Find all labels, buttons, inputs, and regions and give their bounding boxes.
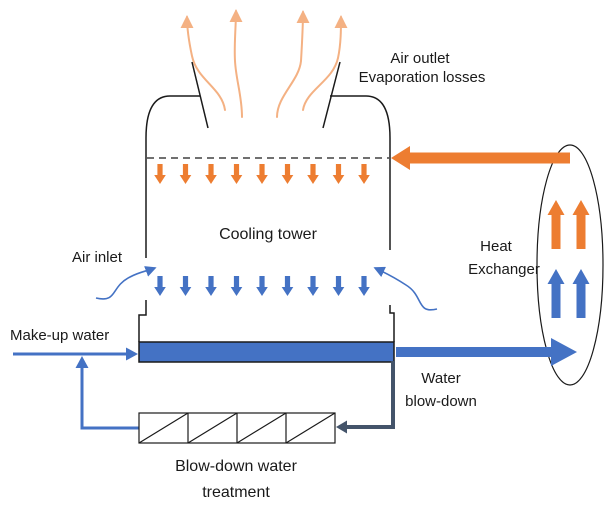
water-blowdown-label-line1: Water: [421, 370, 460, 387]
heat-exchanger-label-line2: Exchanger: [468, 261, 540, 278]
blowdown-treatment-unit-icon: [138, 412, 336, 444]
water-basin: [138, 341, 395, 363]
makeup-water-label: Make-up water: [10, 327, 109, 344]
heat-exchanger-ellipse: [536, 144, 604, 386]
blowdown-treatment-label-line2: treatment: [202, 484, 270, 501]
cooling-tower-label: Cooling tower: [219, 226, 318, 243]
cooling-tower-outline: [138, 61, 395, 342]
air-outlet-label-line2: Evaporation losses: [359, 69, 486, 86]
evaporation-arrows-icon: [180, 9, 348, 118]
air-outlet-label-line1: Air outlet: [390, 50, 450, 67]
fan-stack-left-line: [191, 61, 209, 129]
water-blowdown-label-line2: blow-down: [405, 393, 477, 410]
hot-water-spray-arrows-icon: [154, 164, 370, 184]
heat-exchanger-label-line1: Heat: [480, 238, 513, 255]
heat-exchanger-cold-arrows-icon: [547, 269, 590, 318]
blowdown-treatment-label-line1: Blow-down water: [175, 458, 298, 475]
hot-water-to-tower-arrow-icon: [391, 146, 570, 170]
air-inlet-label: Air inlet: [72, 249, 123, 266]
cold-water-to-exchanger-arrow-icon: [396, 338, 577, 366]
heat-exchanger: [536, 144, 604, 386]
makeup-water-line: [13, 347, 138, 361]
treated-water-return-line: [75, 356, 139, 430]
blowdown-line: [336, 361, 395, 434]
cooled-water-fall-arrows-icon: [154, 276, 370, 296]
air-inlet-arrows-icon: [95, 266, 438, 311]
fan-stack-right-line: [322, 61, 341, 129]
heat-exchanger-hot-arrows-icon: [547, 200, 590, 249]
